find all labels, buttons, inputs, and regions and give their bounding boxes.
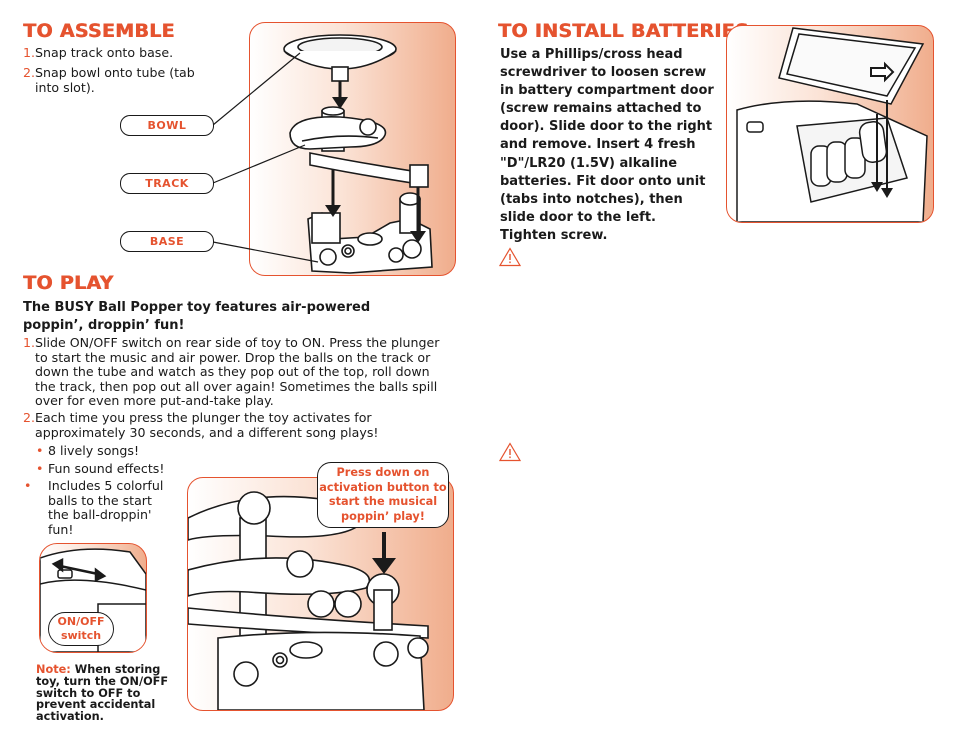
switch-drawing bbox=[40, 548, 146, 652]
list-item: •8 lively songs! bbox=[36, 443, 140, 458]
step-text: Snap track onto base. bbox=[35, 45, 174, 60]
assemble-step-2: 2. Snap bowl onto tube (tab into slot). bbox=[23, 65, 208, 95]
warning-triangle-icon bbox=[498, 442, 522, 462]
step-number: 1. bbox=[23, 335, 36, 350]
toy-exploded-drawing bbox=[283, 34, 433, 274]
play-intro: The BUSY Ball Popper toy features air-po… bbox=[23, 300, 371, 333]
switch-label: ON/OFF switch bbox=[48, 612, 114, 646]
warning-triangle-icon bbox=[498, 247, 522, 267]
play-heading: TO PLAY bbox=[23, 272, 114, 294]
list-item: •Fun sound effects! bbox=[36, 460, 165, 476]
step-number: 2. bbox=[23, 410, 36, 425]
assemble-heading: TO ASSEMBLE bbox=[23, 20, 175, 42]
note-label: Note: bbox=[36, 663, 71, 676]
activation-callout: Press down on activation button to start… bbox=[317, 462, 449, 528]
assembly-leader-lines bbox=[212, 52, 319, 263]
assembly-illustration bbox=[249, 22, 456, 276]
play-step-2: 2. Each time you press the plunger the t… bbox=[23, 410, 451, 440]
step-number: 2. bbox=[23, 65, 36, 80]
switch-illustration bbox=[39, 543, 147, 653]
label-bowl: BOWL bbox=[120, 115, 214, 136]
list-item: •Includes 5 colorful balls to the start … bbox=[24, 478, 164, 537]
assemble-step-1: 1. Snap track onto base. bbox=[23, 45, 218, 61]
note-text: When storing toy, turn the ON/OFF switch… bbox=[36, 663, 169, 724]
play-step-1: 1. Slide ON/OFF switch on rear side of t… bbox=[23, 335, 451, 409]
label-track: TRACK bbox=[120, 173, 214, 194]
label-base: BASE bbox=[120, 231, 214, 252]
feature-list: •8 lively songs! •Fun sound effects! •In… bbox=[24, 443, 176, 537]
battery-compartment-drawing bbox=[736, 27, 928, 222]
step-text: Snap bowl onto tube (tab into slot). bbox=[35, 65, 195, 95]
battery-illustration bbox=[726, 25, 934, 223]
step-text: Each time you press the plunger the toy … bbox=[35, 410, 379, 440]
step-number: 1. bbox=[23, 45, 36, 60]
storage-note: Note: When storing toy, turn the ON/OFF … bbox=[36, 664, 182, 723]
batteries-text: Use a Phillips/cross head screwdriver to… bbox=[500, 47, 714, 243]
step-text: Slide ON/OFF switch on rear side of toy … bbox=[35, 335, 440, 408]
batteries-heading: TO INSTALL BATTERIES bbox=[498, 20, 749, 42]
